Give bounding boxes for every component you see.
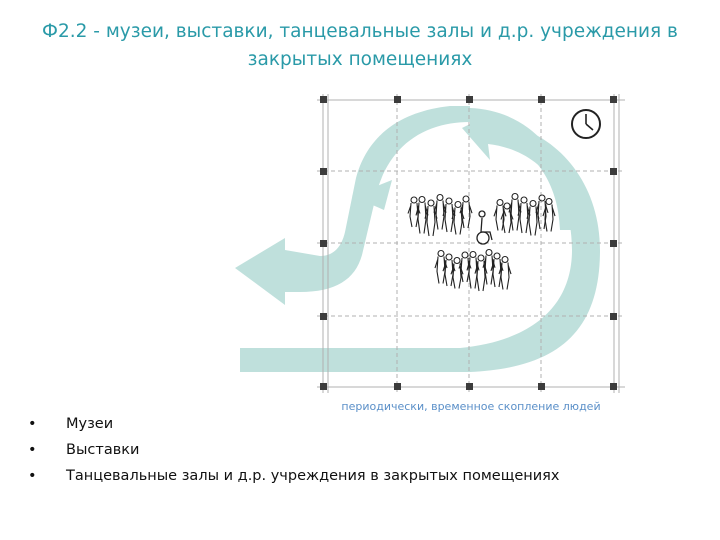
list-item: •Музеи [28,416,114,432]
wheelchair-icon [476,210,493,245]
person-figure [526,199,540,236]
person-figure [450,256,464,289]
person-figure [424,199,438,237]
person-figure [542,197,556,232]
person-figure [493,198,507,231]
list-item-text: Танцевальные залы и д.р. учреждения в за… [66,468,560,484]
clock-icon [571,109,601,139]
person-figure [535,194,549,230]
person-figure [474,254,488,292]
diagram-caption: периодически, временное скопление людей [341,400,601,413]
list-item-text: Выставки [66,442,140,458]
person-figure [433,193,447,230]
person-figure [415,195,429,234]
person-figure [498,255,512,290]
grid-nodes [320,96,617,390]
list-item: •Танцевальные залы и д.р. учреждения в з… [28,468,560,484]
list-item-text: Музеи [66,416,114,432]
person-figure [451,200,465,235]
bullet-list: •Музеи •Выставки •Танцевальные залы и д.… [28,411,560,489]
person-figure [500,202,514,234]
person-figure [517,196,531,234]
person-figure [508,192,522,231]
crowd-icon [407,192,556,292]
list-item: •Выставки [28,442,140,458]
person-figure [459,195,473,229]
slide-title: Ф2.2 - музеи, выставки, танцевальные зал… [42,21,678,70]
flow-arrow-icon [235,106,600,372]
person-figure [442,197,456,233]
